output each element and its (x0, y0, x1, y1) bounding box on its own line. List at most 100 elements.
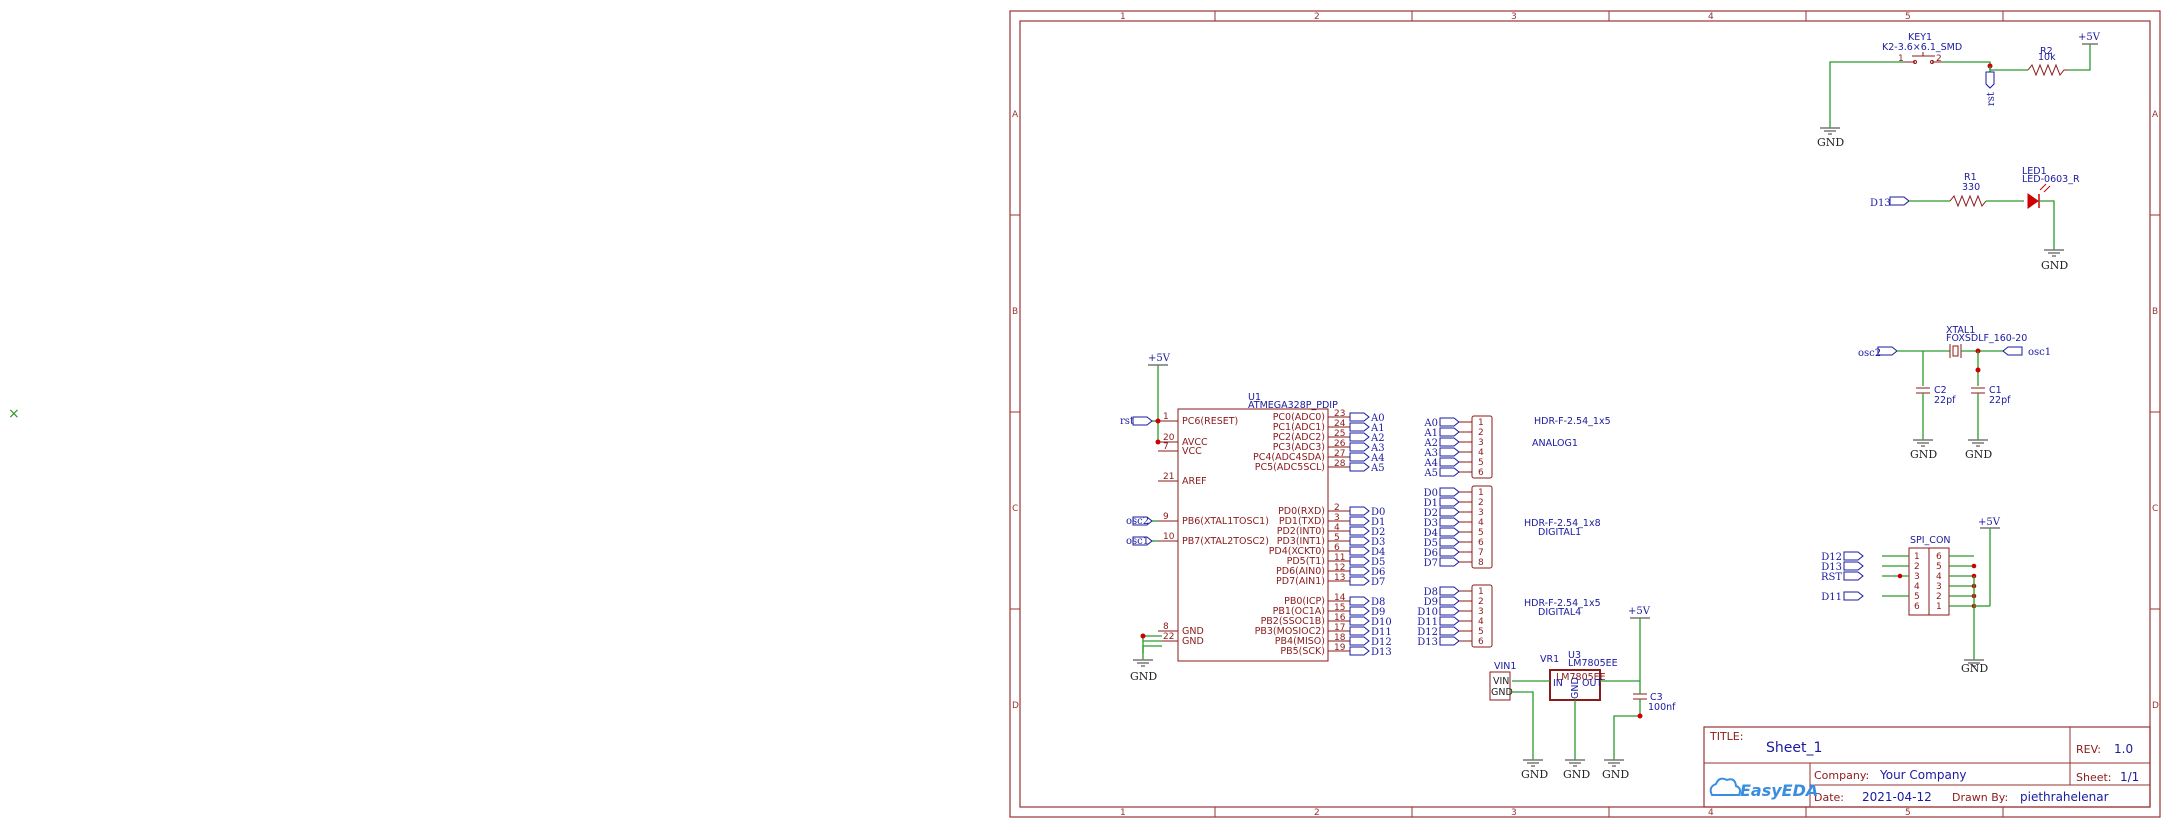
gnd-c3: GND (1602, 768, 1629, 781)
vcc-spi: +5V (1978, 517, 2001, 528)
sheet-label: Sheet: (2076, 771, 2112, 784)
mcu-net-label: D11 (1371, 627, 1392, 638)
header-pin-number: 8 (1478, 558, 1484, 568)
zone-row-right: A (2152, 110, 2159, 120)
header-net-label: A1 (1423, 428, 1438, 439)
mcu-pin-name: PB5(SCK) (1280, 646, 1325, 657)
zone-col-bottom: 5 (1905, 808, 1911, 818)
header-net-flag (1439, 437, 1460, 447)
mcu-pin-number: 24 (1334, 419, 1346, 429)
net-d13-led: D13 (1870, 198, 1891, 209)
key1-pin2: 2 (1936, 54, 1942, 64)
header-net-flag (1439, 487, 1460, 497)
header-body (1471, 584, 1493, 648)
spi-pin-number-left: 1 (1914, 552, 1920, 562)
header-net-label: D12 (1417, 627, 1438, 638)
mcu-pin-name: PD7(AIN1) (1276, 576, 1325, 587)
mcu-pin-number: 12 (1334, 563, 1345, 573)
mcu-pin-name: PC0(ADC0) (1273, 412, 1325, 423)
zone-row-right: C (2152, 504, 2158, 514)
page-marker: × (8, 406, 20, 422)
date-label: Date: (1814, 791, 1844, 804)
header-net-label: A4 (1423, 458, 1438, 469)
header-net-label: D13 (1417, 637, 1438, 648)
title-label: TITLE: (1709, 730, 1743, 743)
mcu-net-flag (1132, 516, 1153, 526)
spi-net-flag (1843, 551, 1864, 561)
mcu-net-flag (1132, 536, 1153, 546)
mcu-pin-number: 11 (1334, 553, 1345, 563)
mcu-net-flag (1349, 432, 1370, 442)
zone-col-bottom: 3 (1511, 808, 1517, 818)
header-pin-number: 5 (1478, 458, 1484, 468)
mcu-pin-number: 27 (1334, 449, 1345, 459)
header-ref: DIGITAL1 (1538, 527, 1581, 538)
u1-value: ATMEGA328P_PDIP (1248, 400, 1338, 411)
mcu-pin-number: 21 (1163, 472, 1174, 482)
mcu-net-flag (1349, 576, 1370, 586)
header-net-label: D5 (1424, 538, 1438, 549)
led1-ref: LED1 (2022, 166, 2047, 177)
xtal1-value: FOXSDLF_160-20 (1946, 333, 2027, 344)
mcu-pin-number: 17 (1334, 623, 1345, 633)
header-pin-number: 6 (1478, 538, 1484, 548)
header-net-flag (1439, 427, 1460, 437)
header-net-flag (1439, 537, 1460, 547)
mcu-pin-name: PD2(INT0) (1277, 526, 1325, 537)
mcu-pin-name: PD0(RXD) (1278, 506, 1325, 517)
r2-value: 10k (2038, 52, 2056, 63)
mcu-net-flag (1349, 442, 1370, 452)
voltage-regulator[interactable]: LM7805EE IN OUT GND U3 LM7805EE VR1 +5V … (1489, 606, 1676, 781)
c3-value: 100nf (1648, 702, 1676, 713)
header-pin-number: 2 (1478, 498, 1484, 508)
mcu-net-label: D1 (1371, 517, 1385, 528)
header-net-flag (1439, 606, 1460, 616)
zone-col-bottom: 4 (1708, 808, 1714, 818)
vreg-body-label: LM7805EE (1556, 672, 1606, 683)
mcu-pin-number: 1 (1163, 412, 1169, 422)
spi-pin-number-right: 5 (1936, 562, 1942, 572)
mcu-net-flag (1349, 536, 1370, 546)
header-pin-number: 3 (1478, 607, 1484, 617)
header-net-label: D6 (1424, 548, 1438, 559)
header-net-flag (1439, 547, 1460, 557)
zone-row-left: A (1012, 110, 1019, 120)
header-body (1471, 485, 1493, 569)
mcu-pin-number: 20 (1163, 433, 1175, 443)
key1-ref: KEY1 (1908, 32, 1932, 43)
mcu-pin-number: 16 (1334, 613, 1346, 623)
mcu-pin-name: PD4(XCKT0) (1269, 546, 1325, 557)
header-net-label: D11 (1417, 617, 1438, 628)
mcu-pin-name: PD5(T1) (1287, 556, 1325, 567)
vin1-pin-gnd: GND (1491, 687, 1513, 698)
mcu-net-label: D9 (1371, 607, 1385, 618)
zone-col-bottom: 1 (1120, 808, 1126, 818)
header-pin-number: 5 (1478, 528, 1484, 538)
zone-col-top: 2 (1314, 12, 1320, 22)
c2-value: 22pf (1934, 395, 1956, 406)
gnd-vreg: GND (1563, 768, 1590, 781)
vcc-mcu: +5V (1148, 353, 1171, 364)
mcu-net-label: D4 (1371, 547, 1385, 558)
header-net-flag (1439, 616, 1460, 626)
mcu-net-flag (1349, 616, 1370, 626)
led-circuit: D13 R1 330 LED1 LED-0603_R GND (1870, 166, 2080, 272)
mcu-net-flag (1349, 556, 1370, 566)
mcu-net-flag (1349, 412, 1370, 422)
mcu-pin-number: 7 (1163, 442, 1169, 452)
zone-row-left: C (1012, 504, 1018, 514)
mcu-net-label: D12 (1371, 637, 1392, 648)
header-body (1471, 415, 1493, 479)
mcu-net-flag (1349, 506, 1370, 516)
spi-net-flag (1843, 561, 1864, 571)
sheet-value: 1/1 (2120, 770, 2139, 784)
header-pin-number: 4 (1478, 617, 1484, 627)
header-pin-number: 1 (1478, 488, 1484, 498)
mcu-pin-name: PB4(MISO) (1275, 636, 1325, 647)
zone-row-right: D (2152, 701, 2159, 711)
mcu-net-label: A4 (1370, 453, 1385, 464)
